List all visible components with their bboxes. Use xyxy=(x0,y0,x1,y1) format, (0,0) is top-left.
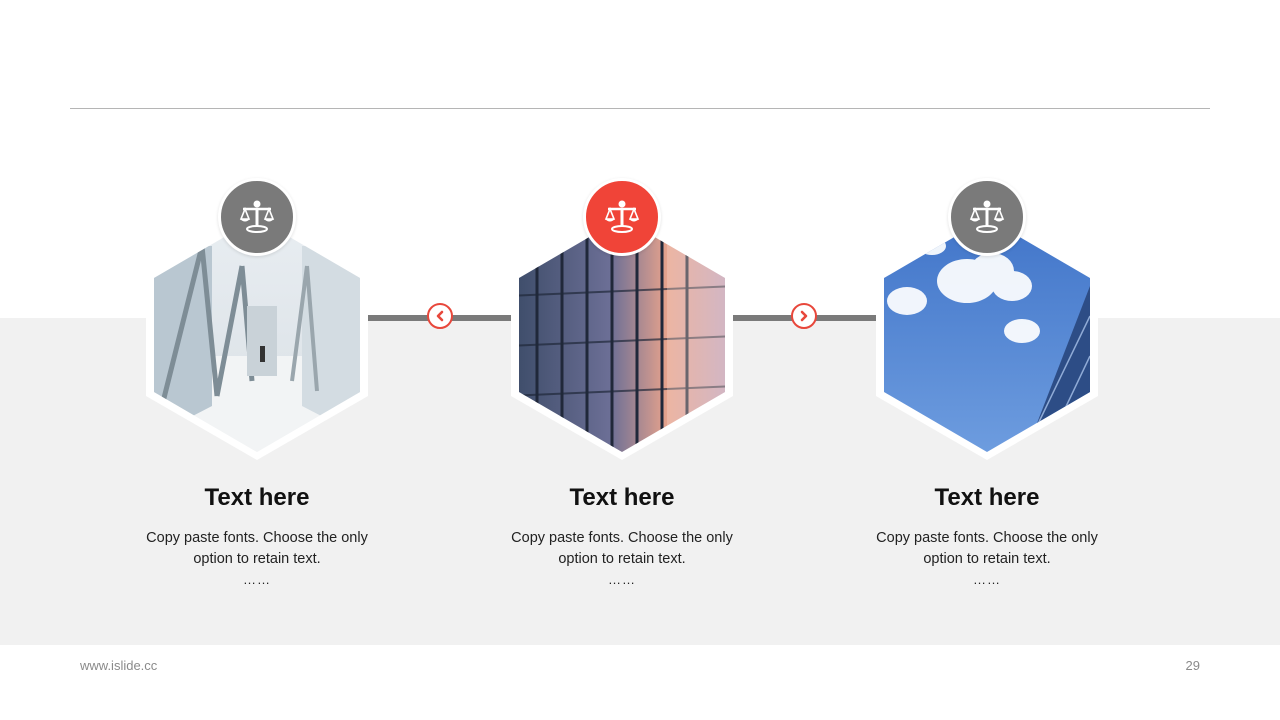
step-card-2: Text here Copy paste fonts. Choose the o… xyxy=(507,178,737,598)
step-card-1: Text here Copy paste fonts. Choose the o… xyxy=(142,178,372,598)
step-title: Text here xyxy=(934,484,1040,511)
step-badge xyxy=(948,178,1026,256)
step-description-line: option to retain text. xyxy=(923,551,1051,567)
step-title: Text here xyxy=(204,484,310,511)
prev-step-button[interactable] xyxy=(427,303,453,329)
step-description-line: option to retain text. xyxy=(193,551,321,567)
step-ellipsis: …… xyxy=(243,572,271,587)
step-badge xyxy=(583,178,661,256)
step-ellipsis: …… xyxy=(608,572,636,587)
step-title: Text here xyxy=(569,484,675,511)
page-number: 29 xyxy=(1185,658,1200,673)
step-badge xyxy=(218,178,296,256)
step-image-hexagon xyxy=(507,206,737,462)
justice-scale-icon xyxy=(239,200,275,233)
step-description-line: Copy paste fonts. Choose the only xyxy=(511,530,733,546)
chevron-left-icon xyxy=(436,310,444,322)
step-ellipsis: …… xyxy=(973,572,1001,587)
step-description: Copy paste fonts. Choose the only option… xyxy=(122,528,392,570)
step-description-line: Copy paste fonts. Choose the only xyxy=(876,530,1098,546)
step-description-line: option to retain text. xyxy=(558,551,686,567)
step-description: Copy paste fonts. Choose the only option… xyxy=(487,528,757,570)
step-card-3: Text here Copy paste fonts. Choose the o… xyxy=(872,178,1102,598)
footer-url: www.islide.cc xyxy=(80,658,158,673)
justice-scale-icon xyxy=(604,200,640,233)
step-image-hexagon xyxy=(142,206,372,462)
justice-scale-icon xyxy=(969,200,1005,233)
step-description-line: Copy paste fonts. Choose the only xyxy=(146,530,368,546)
step-image-hexagon xyxy=(872,206,1102,462)
top-divider xyxy=(70,108,1210,109)
step-description: Copy paste fonts. Choose the only option… xyxy=(852,528,1122,570)
chevron-right-icon xyxy=(800,310,808,322)
next-step-button[interactable] xyxy=(791,303,817,329)
